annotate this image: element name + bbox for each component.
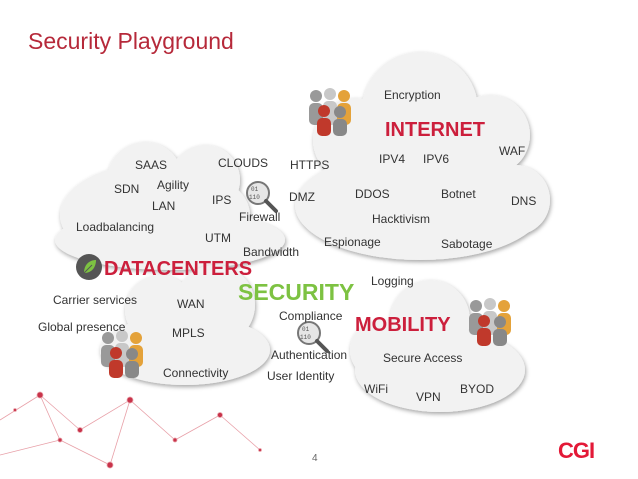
mobility-cloud <box>350 280 525 412</box>
people-group-icon <box>469 298 511 346</box>
term-loadbalancing: Loadbalancing <box>76 220 155 234</box>
network-dots-icon <box>0 391 262 469</box>
internet-label: INTERNET <box>385 119 485 141</box>
term-wan: WAN <box>177 297 205 311</box>
term-saas: SAAS <box>135 158 168 172</box>
term-utm: UTM <box>205 231 231 245</box>
term-user-identity: User Identity <box>267 369 335 383</box>
term-dns: DNS <box>511 194 537 208</box>
term-global-presence: Global presence <box>38 320 126 334</box>
term-carrier-services: Carrier services <box>53 293 138 307</box>
svg-text:110: 110 <box>300 334 311 341</box>
outer-cloud <box>100 265 270 385</box>
term-authentication: Authentication <box>271 348 348 362</box>
term-ipv4: IPV4 <box>379 152 406 166</box>
term-waf: WAF <box>499 144 526 158</box>
svg-text:01: 01 <box>251 186 259 193</box>
page-number: 4 <box>312 453 318 464</box>
term-espionage: Espionage <box>324 235 381 249</box>
term-bandwidth: Bandwidth <box>243 245 300 259</box>
people-group-icon <box>101 330 143 378</box>
leaf-icon <box>76 254 102 280</box>
term-mpls: MPLS <box>172 326 205 340</box>
magnifier-binary-icon: 01 110 <box>246 181 278 213</box>
term-ips: IPS <box>212 193 232 207</box>
datacenters-cloud <box>55 142 285 270</box>
term-ipv6: IPV6 <box>423 152 450 166</box>
term-dmz: DMZ <box>289 190 315 204</box>
term-secure-access: Secure Access <box>383 351 463 365</box>
security-label: SECURITY <box>238 279 355 305</box>
internet-cloud <box>295 52 550 260</box>
cgi-logo: CGI <box>558 438 595 463</box>
term-vpn: VPN <box>416 390 441 404</box>
people-group-icon <box>309 88 351 136</box>
svg-text:01: 01 <box>302 326 310 333</box>
svg-text:110: 110 <box>249 194 260 201</box>
term-clouds: CLOUDS <box>218 156 269 170</box>
term-byod: BYOD <box>460 382 495 396</box>
term-connectivity: Connectivity <box>163 366 229 380</box>
term-lan: LAN <box>152 199 176 213</box>
slide-title: Security Playground <box>28 28 234 54</box>
term-botnet: Botnet <box>441 187 476 201</box>
term-compliance: Compliance <box>279 309 343 323</box>
datacenters-label: DATACENTERS <box>104 258 253 280</box>
mobility-label: MOBILITY <box>355 314 451 336</box>
term-sabotage: Sabotage <box>441 237 493 251</box>
term-logging: Logging <box>371 274 414 288</box>
term-wifi: WiFi <box>364 382 388 396</box>
term-ddos: DDOS <box>355 187 390 201</box>
term-hacktivism: Hacktivism <box>372 212 431 226</box>
magnifier-binary-icon: 01 110 <box>297 321 329 353</box>
term-encryption: Encryption <box>384 88 441 102</box>
term-agility: Agility <box>157 178 190 192</box>
term-sdn: SDN <box>114 182 140 196</box>
term-firewall: Firewall <box>239 210 281 224</box>
term-https: HTTPS <box>290 158 330 172</box>
